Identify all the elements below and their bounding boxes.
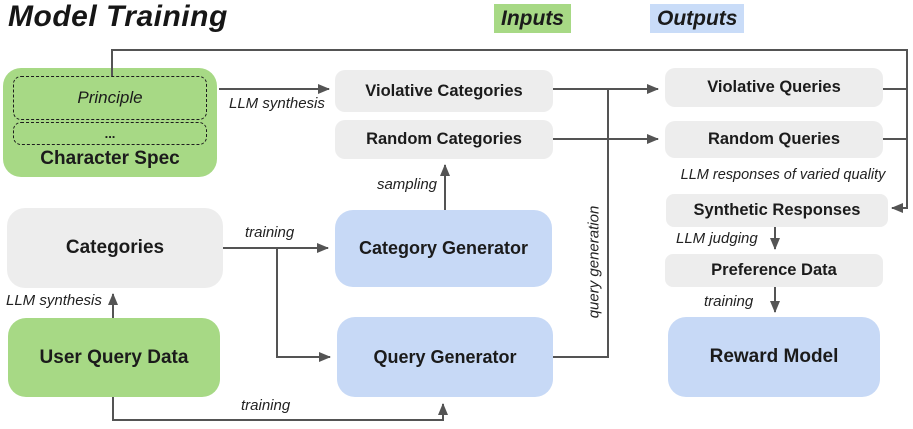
node-preference-data: Preference Data (665, 254, 883, 287)
edge-label-llm-responses-varied: LLM responses of varied quality (680, 167, 886, 183)
legend-outputs: Outputs (650, 4, 745, 33)
node-principle-ellipsis: ... (13, 122, 207, 145)
node-reward-model: Reward Model (668, 317, 880, 397)
edge-label-llm-synthesis-principle: LLM synthesis (229, 95, 325, 112)
node-random-queries: Random Queries (665, 121, 883, 158)
edge-label-query-generation: query generation (585, 205, 603, 319)
edge-label-sampling: sampling (376, 176, 437, 193)
node-synthetic-responses: Synthetic Responses (666, 194, 888, 227)
node-categories: Categories (7, 208, 223, 288)
node-principle: Principle (13, 76, 207, 120)
arrow-categories-to-query-generator (276, 248, 331, 362)
edge-label-llm-judging: LLM judging (676, 230, 758, 247)
page-title: Model Training (8, 0, 228, 33)
node-violative-categories: Violative Categories (335, 70, 553, 112)
node-query-generator: Query Generator (337, 317, 553, 397)
node-category-generator: Category Generator (335, 210, 552, 287)
edge-label-training-query-gen: training (241, 397, 291, 414)
node-user-query-data: User Query Data (8, 318, 220, 397)
legend-inputs: Inputs (494, 4, 571, 33)
node-violative-queries: Violative Queries (665, 68, 883, 107)
edge-label-training-reward: training (704, 293, 754, 310)
node-character-spec: Principle ... Character Spec (3, 68, 217, 177)
edge-label-llm-synthesis-user-data: LLM synthesis (6, 292, 102, 309)
node-random-categories: Random Categories (335, 120, 553, 159)
edge-label-training-category-gen: training (245, 224, 295, 241)
character-spec-label: Character Spec (40, 148, 180, 169)
